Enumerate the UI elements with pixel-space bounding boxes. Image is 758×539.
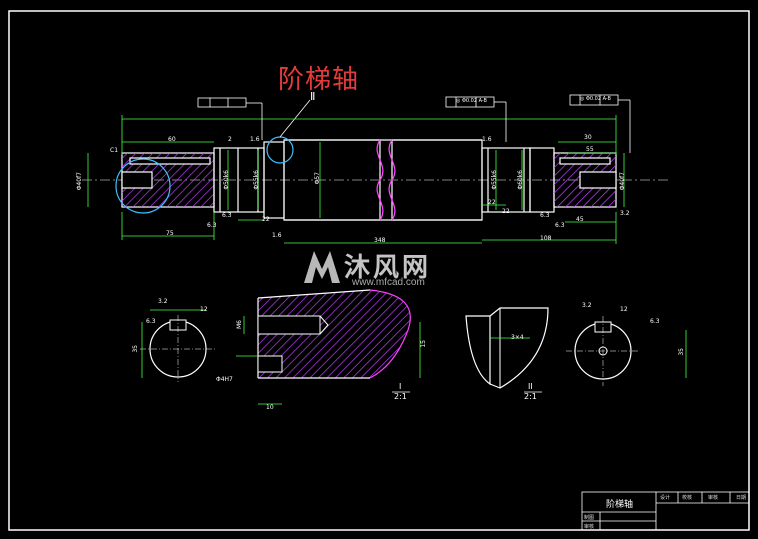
detail1-hole: Φ4H7	[216, 376, 233, 383]
detail-II-marker: Ⅱ	[310, 90, 316, 103]
detail-II-view	[465, 307, 549, 393]
main-shaft-view	[82, 139, 670, 221]
dia-mid: Φ57	[314, 172, 321, 185]
detail2-scale: 2:1	[524, 392, 537, 401]
dim-55: 55	[586, 146, 594, 153]
dia-4: Φ55k6	[491, 170, 498, 190]
frame-border	[8, 10, 750, 531]
dia-left: Φ40f7	[76, 172, 83, 191]
watermark-text: 沐风网	[344, 253, 432, 283]
section-left	[140, 309, 216, 382]
dimension-lines	[87, 115, 625, 244]
s2-r63: 6.3	[650, 318, 660, 325]
dim-75: 75	[166, 230, 174, 237]
dim-45: 45	[576, 216, 584, 223]
detail2-dim: 3×4	[511, 334, 524, 341]
s1-r32: 3.2	[158, 298, 168, 305]
dim-30: 30	[584, 134, 592, 141]
dia-right: Φ40f7	[619, 172, 626, 191]
detail1-15: 15	[420, 340, 427, 348]
dia-5: Φ60k6	[517, 170, 524, 190]
break-line-left	[376, 139, 384, 221]
title-block	[581, 491, 750, 531]
dim-1-6b: 1.6	[482, 136, 492, 143]
s2-12: 12	[620, 306, 628, 313]
tolerance-frames	[197, 94, 631, 153]
detail1-10: 10	[266, 404, 274, 411]
roughness-1-6: 1.6	[272, 232, 282, 239]
drawing-title: 阶梯轴	[278, 65, 360, 95]
break-line-right	[388, 139, 396, 221]
tolerance-right: ◎ Φ0.02 A-B	[580, 96, 611, 102]
s1-12: 12	[200, 306, 208, 313]
s1-35: 35	[132, 345, 139, 353]
detail2-label: II	[528, 382, 533, 391]
dim-2: 2	[228, 136, 232, 143]
roughness-6-3b: 6.3	[540, 212, 550, 219]
detail1-label: I	[399, 382, 402, 391]
tb-h4: 日期	[736, 495, 747, 501]
dim-22a: 22	[262, 216, 270, 223]
tolerance-left: ◎ Φ0.02 A-B	[456, 98, 487, 104]
dia-2: Φ50k6	[223, 170, 230, 190]
dim-22b: 22	[488, 199, 496, 206]
s2-r32: 3.2	[582, 302, 592, 309]
detail-circle-II	[266, 136, 294, 164]
tb-r2: 审核	[584, 524, 595, 530]
title-block-name: 阶梯轴	[606, 500, 634, 510]
section-right	[566, 316, 687, 386]
roughness-3-2: 3.2	[620, 210, 630, 217]
watermark-url: www.mfcad.com	[352, 277, 425, 288]
watermark-logo-icon	[304, 251, 340, 283]
tb-h2: 校核	[682, 495, 693, 501]
watermark: 沐风网 www.mfcad.com	[300, 245, 470, 293]
s1-r63: 6.3	[146, 318, 156, 325]
tb-r1: 制图	[584, 515, 595, 521]
detail1-m6: M6	[236, 320, 243, 329]
chamfer-c1: C1	[110, 147, 119, 154]
roughness-6-3c: 6.3	[555, 222, 565, 229]
dim-1-6a: 1.6	[250, 136, 260, 143]
dim-108: 108	[540, 235, 552, 242]
tb-h1: 设计	[660, 495, 671, 501]
dim-348: 348	[374, 237, 386, 244]
dim-60: 60	[168, 136, 176, 143]
detail-circle-I	[115, 158, 171, 214]
detail1-scale: 2:1	[394, 392, 407, 401]
dia-3: Φ55k6	[253, 170, 260, 190]
roughness-6-3a: 6.3	[222, 212, 232, 219]
s2-35: 35	[678, 348, 685, 356]
roughness-6-3d: 6.3	[207, 222, 217, 229]
tb-h3: 审核	[708, 495, 719, 501]
dim-22c: 22	[502, 208, 510, 215]
detail-I-view	[236, 289, 421, 405]
